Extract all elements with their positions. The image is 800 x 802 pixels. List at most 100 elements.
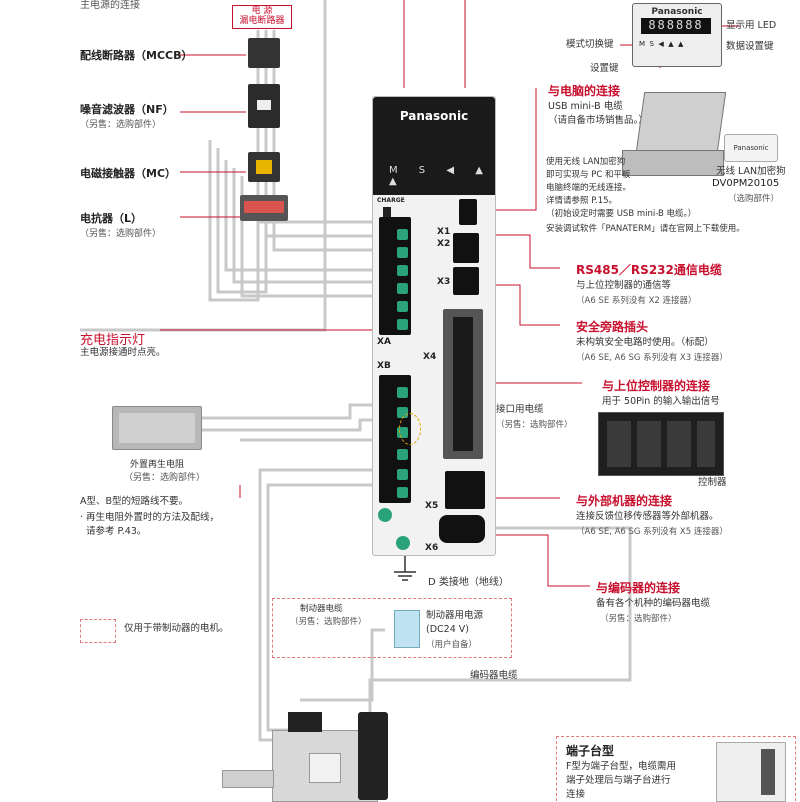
host-desc: 用于 50Pin 的输入输出信号	[602, 396, 720, 407]
contactor-device	[248, 152, 280, 182]
terminal-line1: F型为端子台型，电缆需用	[566, 761, 676, 772]
x5-port	[445, 471, 485, 509]
dongle-device: Panasonic	[724, 134, 778, 162]
short-note-2: · 再生电阻外置时的方法及配线，	[80, 512, 220, 523]
pc-software: 安装调试软件「PANATERM」请在官网上下载使用。	[546, 224, 745, 234]
host-cable-sub: （另售：选购部件）	[496, 420, 573, 430]
brake-psu-v: (DC24 V)	[426, 624, 469, 635]
brake-legend-text: 仅用于带制动器的电机。	[124, 623, 229, 634]
x4-port	[443, 309, 483, 459]
terminal-title: 端子台型	[566, 744, 615, 758]
noise-filter-sub: （另售：选购部件）	[80, 120, 162, 130]
port-x3: X3	[437, 277, 451, 287]
external-desc: 连接反馈位移传感器等外部机器。	[576, 511, 719, 522]
set-key-label: 设置键	[590, 63, 619, 74]
reactor-device	[240, 195, 288, 221]
encoder-cable: 编码器电缆	[470, 670, 518, 681]
mccb-device	[248, 38, 280, 68]
breaker-line1: 电 源	[251, 6, 273, 16]
noise-filter-label: 噪音滤波器（NF）	[80, 103, 174, 116]
charge-indicator-title: 充电指示灯	[80, 333, 146, 348]
regen-resistor-label: 外置再生电阻	[130, 460, 185, 470]
display-digits: 888888	[641, 18, 711, 34]
ground-label: D 类接地（地线）	[428, 577, 509, 588]
port-x5: X5	[425, 501, 439, 511]
port-xa: XA	[377, 337, 391, 347]
port-x1: X1	[437, 227, 451, 237]
mccb-label: 配线断路器（MCCB）	[80, 49, 193, 62]
mode-key-label: 模式切换键	[566, 39, 614, 50]
display-panel: Panasonic 888888 M S ◀ ▲ ▲	[632, 3, 722, 67]
noise-filter-device	[248, 84, 280, 128]
main-power-label: 主电源的连接	[80, 0, 140, 11]
terminal-line3: 连接	[566, 789, 586, 800]
dongle-model: DV0PM20105	[712, 178, 780, 189]
charge-led	[383, 207, 391, 219]
encoder-sub: （另售：选购部件）	[600, 614, 677, 624]
xa-connector	[379, 217, 411, 335]
pc-wireless-2: 即可实现与 PC 和平板	[546, 170, 631, 180]
dongle-brand: Panasonic	[733, 144, 769, 152]
controller-device	[598, 412, 724, 476]
drive-display-area: Panasonic M S ◀ ▲ ▲	[373, 97, 495, 195]
laptop-screen	[635, 92, 727, 152]
laptop-base	[622, 150, 724, 176]
leakage-breaker-box: 电 源 漏电断路器	[232, 5, 292, 29]
rs485-desc: 与上位控制器的通信等	[576, 280, 672, 291]
motor-power-connector	[288, 712, 322, 732]
brake-psu-sub: （用户自备）	[426, 640, 478, 650]
reactor-sub: （另售：选购部件）	[80, 229, 162, 239]
rs485-title: RS485／RS232通信电缆	[576, 263, 722, 277]
contactor-label: 电磁接触器（MC）	[80, 167, 177, 180]
pc-usb-note: （请自备市场销售品。）	[548, 115, 648, 126]
reactor-label: 电抗器（L）	[80, 212, 143, 225]
terminal-line2: 端子处理后与端子台进行	[566, 775, 671, 786]
regen-resistor-sub: （另售：选购部件）	[124, 473, 206, 483]
pc-wireless-5: （初始设定时需要 USB mini-B 电缆。）	[546, 209, 697, 219]
safety-title: 安全旁路插头	[576, 320, 649, 334]
charge-led-text: CHARGE	[377, 197, 405, 204]
pc-wireless-3: 电脑终端的无线连接。	[546, 183, 632, 193]
port-x6: X6	[425, 543, 439, 553]
brake-psu-device	[394, 610, 420, 648]
encoder-desc: 备有各个机种的编码器电缆	[596, 598, 711, 609]
safety-note: （A6 SE, A6 SG 系列没有 X3 连接器）	[576, 353, 728, 363]
pc-usb: USB mini-B 电缆	[548, 101, 623, 112]
x2-port	[453, 233, 479, 263]
dongle-sub: （选购部件）	[728, 194, 780, 204]
rs485-note: （A6 SE 系列没有 X2 连接器）	[576, 296, 697, 306]
encoder-title: 与编码器的连接	[596, 581, 681, 595]
x6-port	[439, 515, 485, 543]
brake-cable: 制动器电缆	[300, 604, 343, 614]
port-x2: X2	[437, 239, 451, 249]
external-title: 与外部机器的连接	[576, 494, 673, 508]
data-key-label: 数据设置键	[726, 41, 774, 52]
pc-wireless-1: 使用无线 LAN加密狗	[546, 157, 626, 167]
charge-indicator-desc: 主电源接通时点亮。	[80, 347, 166, 358]
pc-title: 与电脑的连接	[548, 84, 621, 98]
servo-drive: Panasonic M S ◀ ▲ ▲ CHARGE XA XB X1 X2 X…	[372, 96, 496, 556]
port-xb: XB	[377, 361, 391, 371]
dongle-label: 无线 LAN加密狗	[716, 166, 786, 177]
external-note: （A6 SE, A6 SG 系列没有 X5 连接器）	[576, 527, 728, 537]
brake-region	[272, 598, 512, 658]
short-note-3: 请参考 P.43。	[86, 526, 147, 537]
x3-port	[453, 267, 479, 295]
brake-cable-sub: （另售：选购部件）	[290, 617, 367, 627]
breaker-line2: 漏电断路器	[239, 16, 285, 26]
host-cable: 接口用电缆	[496, 404, 544, 415]
brake-psu: 制动器用电源	[426, 610, 484, 621]
short-bar-marker	[399, 413, 421, 445]
display-brand: Panasonic	[651, 7, 703, 17]
terminal-drive-image	[716, 742, 786, 802]
motor-encoder-cover	[358, 712, 388, 800]
display-keys: M S ◀ ▲ ▲	[639, 40, 684, 48]
pc-wireless-4: 详情请参照 P.15。	[546, 196, 618, 206]
ground-screw-2	[396, 536, 410, 550]
drive-brand: Panasonic	[399, 109, 469, 123]
drive-buttons: M S ◀ ▲ ▲	[389, 165, 492, 187]
display-led-label: 显示用 LED	[726, 20, 777, 31]
safety-desc: 未构筑安全电路时使用。（标配）	[576, 337, 714, 348]
controller-label: 控制器	[698, 477, 727, 488]
port-x4: X4	[423, 352, 437, 362]
